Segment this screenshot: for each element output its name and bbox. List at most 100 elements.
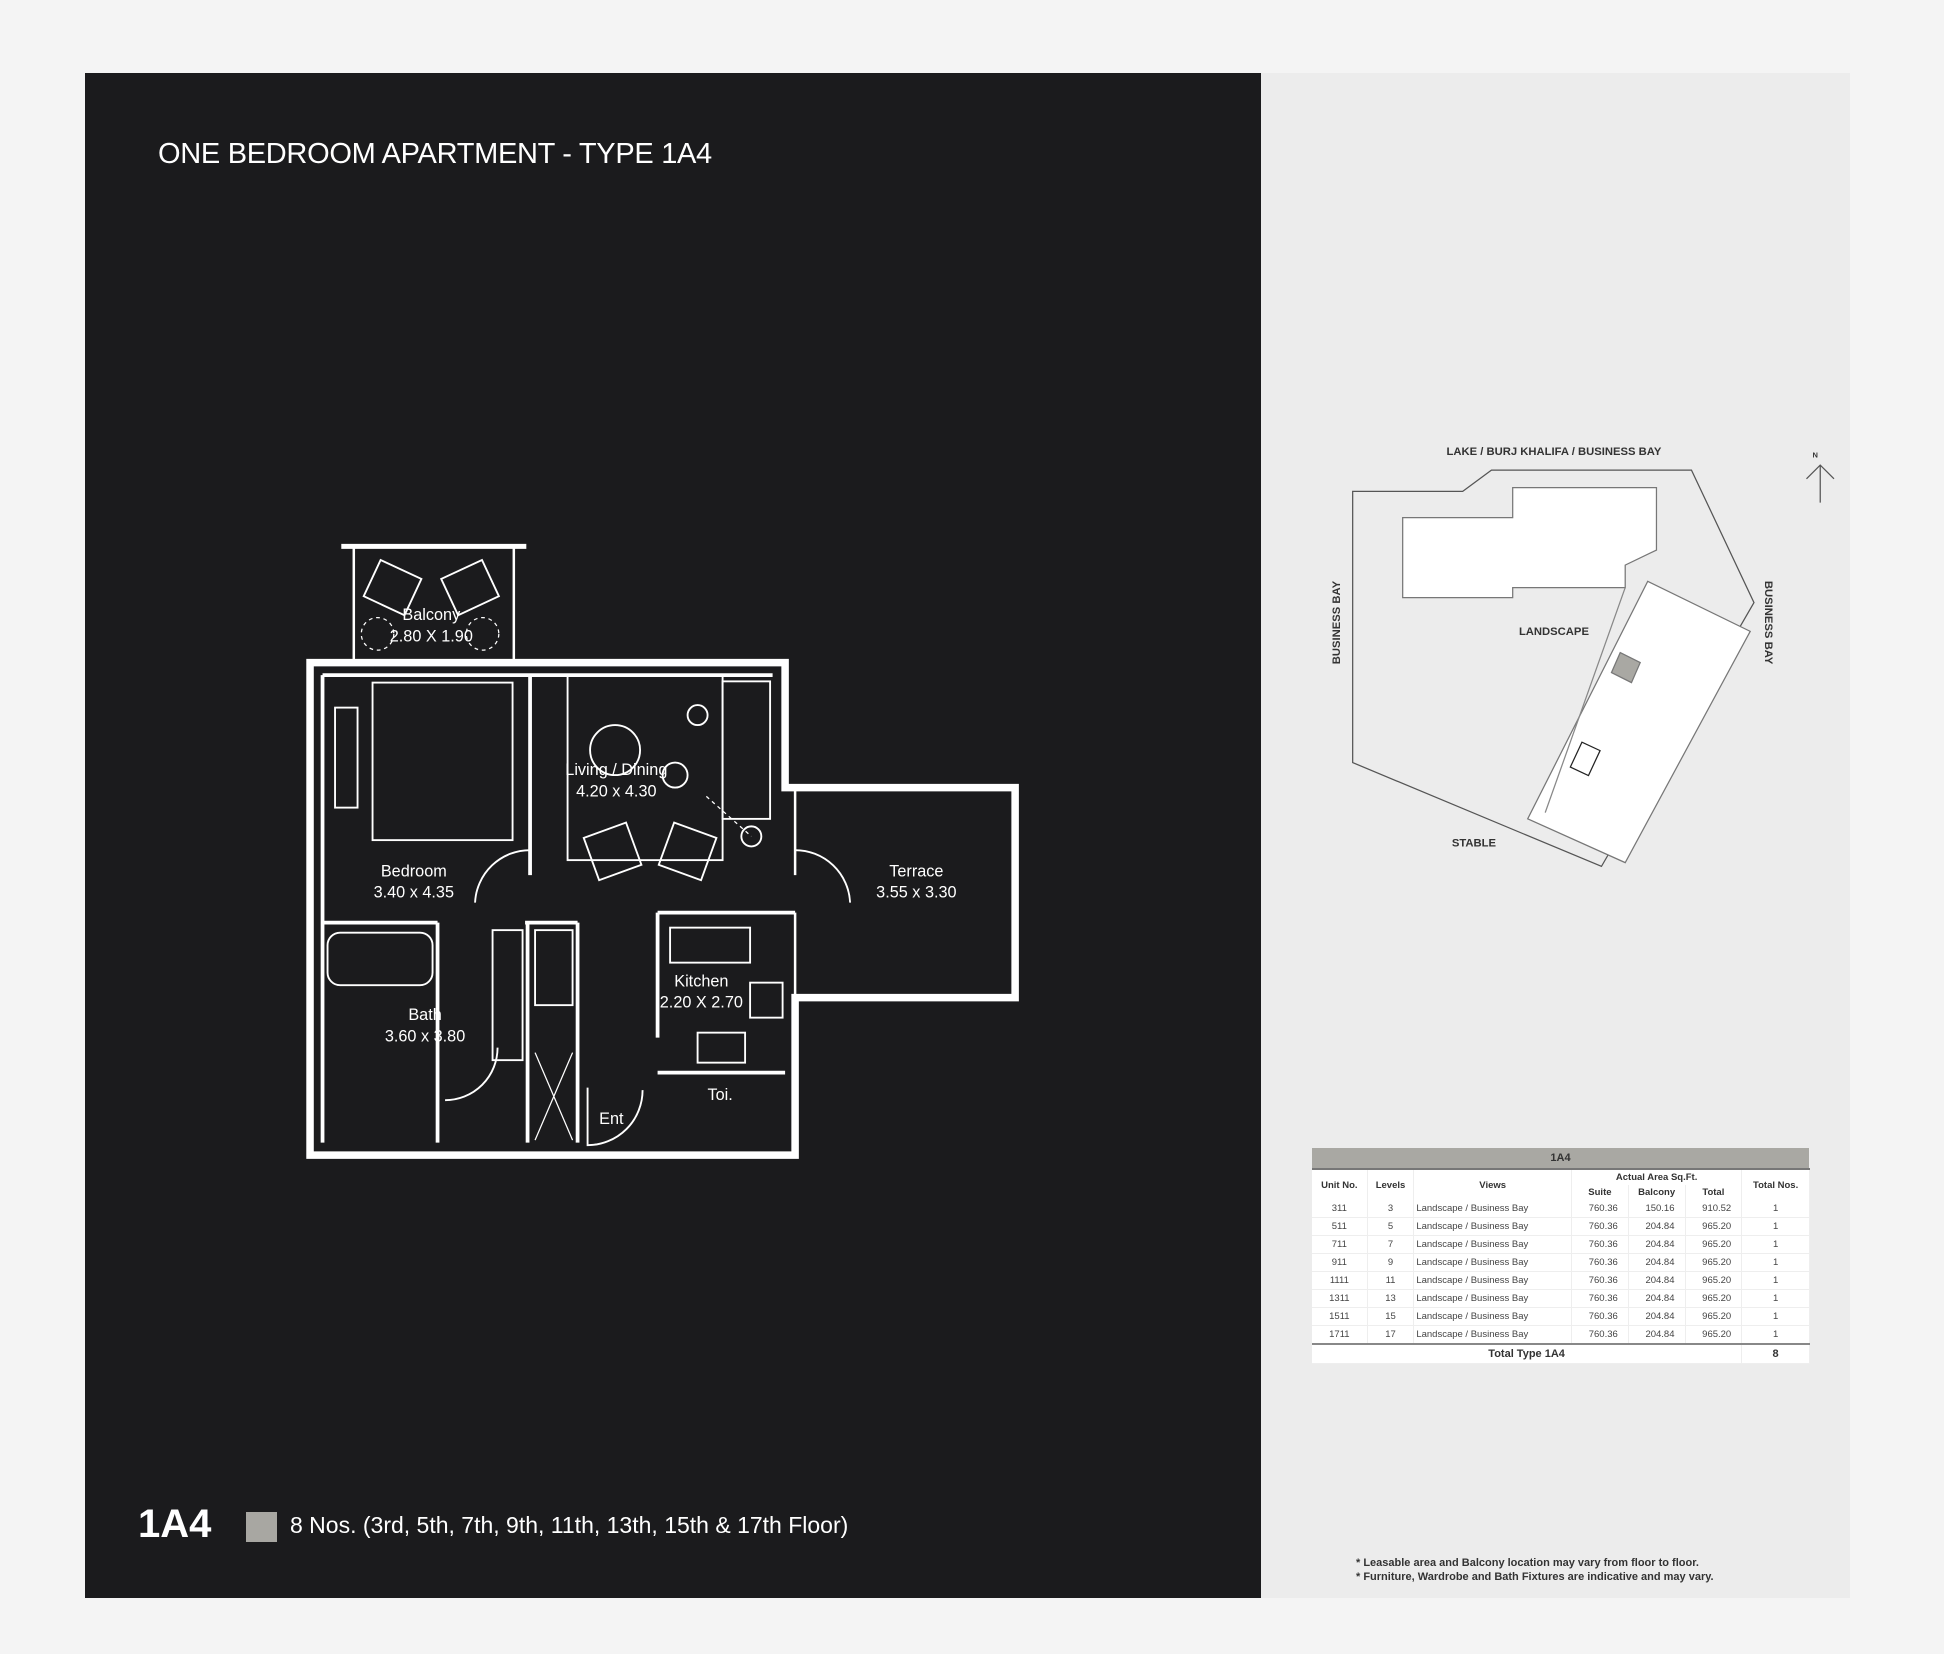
cell-suite: 760.36 bbox=[1571, 1253, 1629, 1272]
cell-nos: 1 bbox=[1741, 1200, 1810, 1218]
cell-suite: 760.36 bbox=[1571, 1217, 1629, 1236]
cell-total: 965.20 bbox=[1685, 1217, 1743, 1236]
kitchen-dim: 2.20 X 2.70 bbox=[660, 994, 743, 1012]
cell-view: Landscape / Business Bay bbox=[1413, 1253, 1573, 1272]
cell-level: 17 bbox=[1367, 1325, 1415, 1345]
cell-view: Landscape / Business Bay bbox=[1413, 1200, 1573, 1218]
cell-unit: 711 bbox=[1312, 1235, 1368, 1254]
balcony-dim: 2.80 X 1.90 bbox=[390, 627, 473, 645]
cell-suite: 760.36 bbox=[1571, 1235, 1629, 1254]
cell-level: 11 bbox=[1367, 1271, 1415, 1290]
cell-nos: 1 bbox=[1741, 1325, 1810, 1345]
toilet-label: Toi. bbox=[707, 1086, 732, 1104]
notes: * Leasable area and Balcony location may… bbox=[1356, 1556, 1714, 1584]
cell-suite: 760.36 bbox=[1571, 1200, 1629, 1218]
note: * Furniture, Wardrobe and Bath Fixtures … bbox=[1356, 1571, 1714, 1583]
col-area: Actual Area Sq.Ft. bbox=[1571, 1169, 1743, 1185]
bath-label: Bath bbox=[408, 1006, 441, 1024]
bath-dim: 3.60 x 3.80 bbox=[385, 1027, 465, 1045]
cell-unit: 311 bbox=[1312, 1200, 1368, 1218]
site-center-label: LANDSCAPE bbox=[1519, 626, 1590, 638]
cell-total: 965.20 bbox=[1685, 1253, 1743, 1272]
cell-suite: 760.36 bbox=[1571, 1271, 1629, 1290]
col-views: Views bbox=[1413, 1169, 1573, 1200]
site-west-label: BUSINESS BAY bbox=[1331, 580, 1343, 664]
site-north-label: LAKE / BURJ KHALIFA / BUSINESS BAY bbox=[1447, 446, 1662, 458]
cell-total: 965.20 bbox=[1685, 1289, 1743, 1308]
balcony-label: Balcony bbox=[402, 606, 461, 624]
cell-balcony: 150.16 bbox=[1628, 1200, 1686, 1218]
cell-total: 965.20 bbox=[1685, 1325, 1743, 1345]
cell-unit: 911 bbox=[1312, 1253, 1368, 1272]
cell-view: Landscape / Business Bay bbox=[1413, 1325, 1573, 1345]
cell-unit: 511 bbox=[1312, 1217, 1368, 1236]
col-unit: Unit No. bbox=[1312, 1169, 1368, 1200]
cell-balcony: 204.84 bbox=[1628, 1271, 1686, 1290]
cell-balcony: 204.84 bbox=[1628, 1253, 1686, 1272]
cell-balcony: 204.84 bbox=[1628, 1289, 1686, 1308]
unit-count-text: 8 Nos. (3rd, 5th, 7th, 9th, 11th, 13th, … bbox=[290, 1512, 849, 1538]
cell-level: 3 bbox=[1367, 1200, 1415, 1218]
entry-label: Ent bbox=[599, 1110, 624, 1128]
terrace-dim: 3.55 x 3.30 bbox=[876, 884, 956, 902]
cell-nos: 1 bbox=[1741, 1307, 1810, 1326]
cell-view: Landscape / Business Bay bbox=[1413, 1307, 1573, 1326]
cell-view: Landscape / Business Bay bbox=[1413, 1235, 1573, 1254]
cell-nos: 1 bbox=[1741, 1235, 1810, 1254]
cell-nos: 1 bbox=[1741, 1217, 1810, 1236]
bedroom-dim: 3.40 x 4.35 bbox=[374, 884, 454, 902]
cell-view: Landscape / Business Bay bbox=[1413, 1271, 1573, 1290]
cell-total: 910.52 bbox=[1685, 1200, 1743, 1218]
floorplan-panel bbox=[85, 73, 1261, 1598]
living-dim: 4.20 x 4.30 bbox=[576, 782, 656, 800]
cell-view: Landscape / Business Bay bbox=[1413, 1217, 1573, 1236]
bedroom-label: Bedroom bbox=[381, 862, 447, 880]
cell-total: 965.20 bbox=[1685, 1307, 1743, 1326]
site-plan bbox=[1352, 464, 1835, 868]
cell-level: 13 bbox=[1367, 1289, 1415, 1308]
note: * Leasable area and Balcony location may… bbox=[1356, 1557, 1699, 1569]
col-total: Total bbox=[1685, 1185, 1743, 1200]
cell-balcony: 204.84 bbox=[1628, 1325, 1686, 1345]
cell-suite: 760.36 bbox=[1571, 1307, 1629, 1326]
unit-type-code: 1A4 bbox=[138, 1502, 212, 1546]
col-levels: Levels bbox=[1367, 1169, 1415, 1200]
total-value: 8 bbox=[1741, 1343, 1810, 1364]
col-suite: Suite bbox=[1571, 1185, 1629, 1200]
cell-nos: 1 bbox=[1741, 1253, 1810, 1272]
unit-swatch bbox=[246, 1512, 277, 1542]
floor-plan bbox=[306, 543, 1019, 1159]
col-balcony: Balcony bbox=[1628, 1185, 1686, 1200]
compass-icon: N bbox=[1813, 451, 1818, 460]
cell-total: 965.20 bbox=[1685, 1271, 1743, 1290]
cell-level: 7 bbox=[1367, 1235, 1415, 1254]
cell-nos: 1 bbox=[1741, 1289, 1810, 1308]
cell-level: 15 bbox=[1367, 1307, 1415, 1326]
page-title: ONE BEDROOM APARTMENT - TYPE 1A4 bbox=[158, 138, 712, 170]
cell-unit: 1711 bbox=[1312, 1325, 1368, 1345]
unit-table: 1A4 Unit No. Levels Views Actual Area Sq… bbox=[1312, 1148, 1810, 1364]
kitchen-label: Kitchen bbox=[674, 972, 728, 990]
site-south-label: STABLE bbox=[1452, 837, 1497, 849]
cell-unit: 1111 bbox=[1312, 1271, 1368, 1290]
living-label: Living / Dining bbox=[565, 761, 667, 779]
cell-balcony: 204.84 bbox=[1628, 1217, 1686, 1236]
terrace-label: Terrace bbox=[889, 862, 943, 880]
cell-unit: 1511 bbox=[1312, 1307, 1368, 1326]
site-plan-labels: LAKE / BURJ KHALIFA / BUSINESS BAY LANDS… bbox=[1331, 446, 1818, 849]
cell-balcony: 204.84 bbox=[1628, 1307, 1686, 1326]
cell-unit: 1311 bbox=[1312, 1289, 1368, 1308]
cell-suite: 760.36 bbox=[1571, 1325, 1629, 1345]
cell-total: 965.20 bbox=[1685, 1235, 1743, 1254]
cell-balcony: 204.84 bbox=[1628, 1235, 1686, 1254]
